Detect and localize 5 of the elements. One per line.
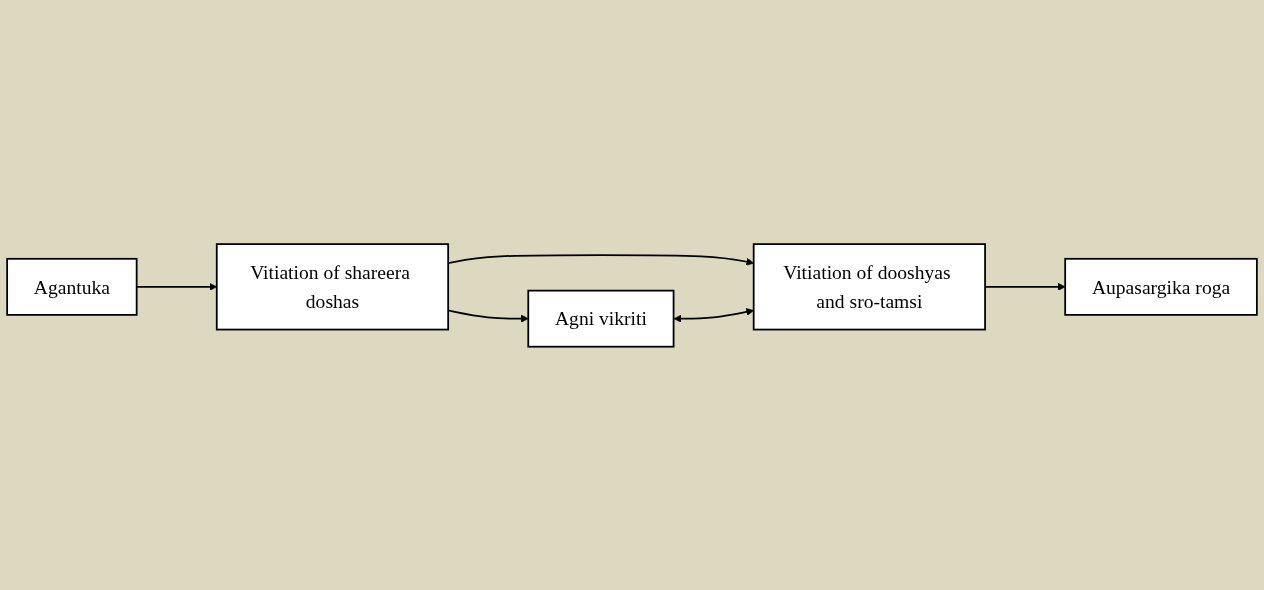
node-box: Agantuka [6,257,138,316]
node-box: Vitiation of shareera doshas [215,242,450,331]
node-box: Agni vikriti [527,289,675,348]
node-box: Aupasargika roga [1064,257,1258,316]
node-box: Vitiation of dooshyas and sro-tamsi [752,242,986,331]
